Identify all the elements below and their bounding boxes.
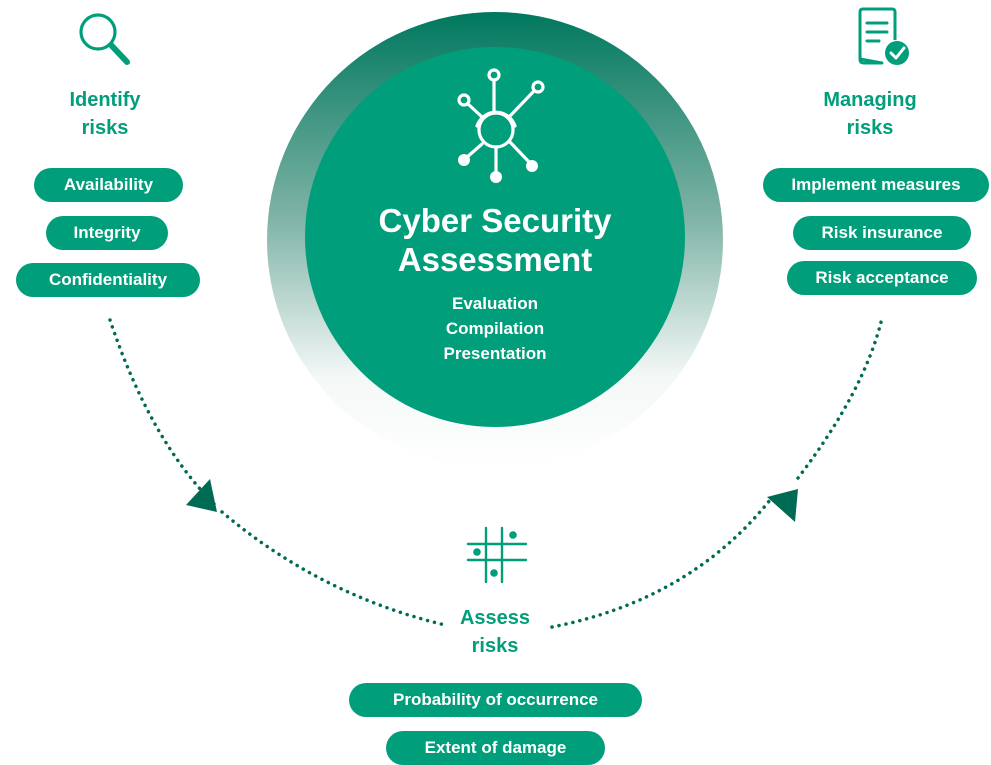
dotted-arc-left	[108, 318, 217, 507]
pill-confidentiality: Confidentiality	[16, 263, 200, 297]
identify-heading-line1: Identify	[69, 89, 141, 111]
center-title-line2: Assessment	[397, 241, 593, 278]
pill-risk-acceptance: Risk acceptance	[787, 261, 977, 295]
managing-heading-line2: risks	[846, 117, 894, 139]
center-subtitle-presentation: Presentation	[443, 344, 547, 363]
identify-heading: Identify risks	[40, 86, 170, 142]
dotted-arc-right	[796, 316, 884, 480]
center-subtitle-compilation: Compilation	[445, 319, 545, 338]
arrow-head-left	[186, 479, 217, 512]
dotted-arc-bottom-right	[550, 498, 772, 629]
grid-matrix-icon	[466, 526, 528, 584]
assess-heading-line1: Assess	[459, 607, 531, 629]
pill-risk-insurance: Risk insurance	[793, 216, 971, 250]
center-title: Cyber Security Assessment	[330, 201, 660, 279]
pill-implement-measures: Implement measures	[763, 168, 989, 202]
pill-extent-of-damage: Extent of damage	[386, 731, 605, 765]
center-circle	[305, 47, 685, 427]
identify-heading-line2: risks	[81, 117, 129, 139]
center-title-line1: Cyber Security	[378, 202, 612, 239]
managing-heading: Managing risks	[802, 86, 938, 142]
pill-probability-of-occurrence: Probability of occurrence	[349, 683, 642, 717]
pill-availability: Availability	[34, 168, 183, 202]
center-subtitles: Evaluation Compilation Presentation	[380, 291, 610, 366]
magnifier-icon	[79, 13, 130, 65]
pill-integrity: Integrity	[46, 216, 168, 250]
center-subtitle-evaluation: Evaluation	[452, 294, 538, 313]
managing-heading-line1: Managing	[823, 89, 917, 111]
arrow-head-right	[767, 489, 798, 522]
dotted-arc-bottom-left	[220, 510, 447, 627]
network-node-icon	[457, 68, 545, 183]
document-check-icon	[858, 7, 909, 65]
assess-heading: Assess risks	[430, 604, 560, 660]
assess-heading-line2: risks	[471, 635, 519, 657]
